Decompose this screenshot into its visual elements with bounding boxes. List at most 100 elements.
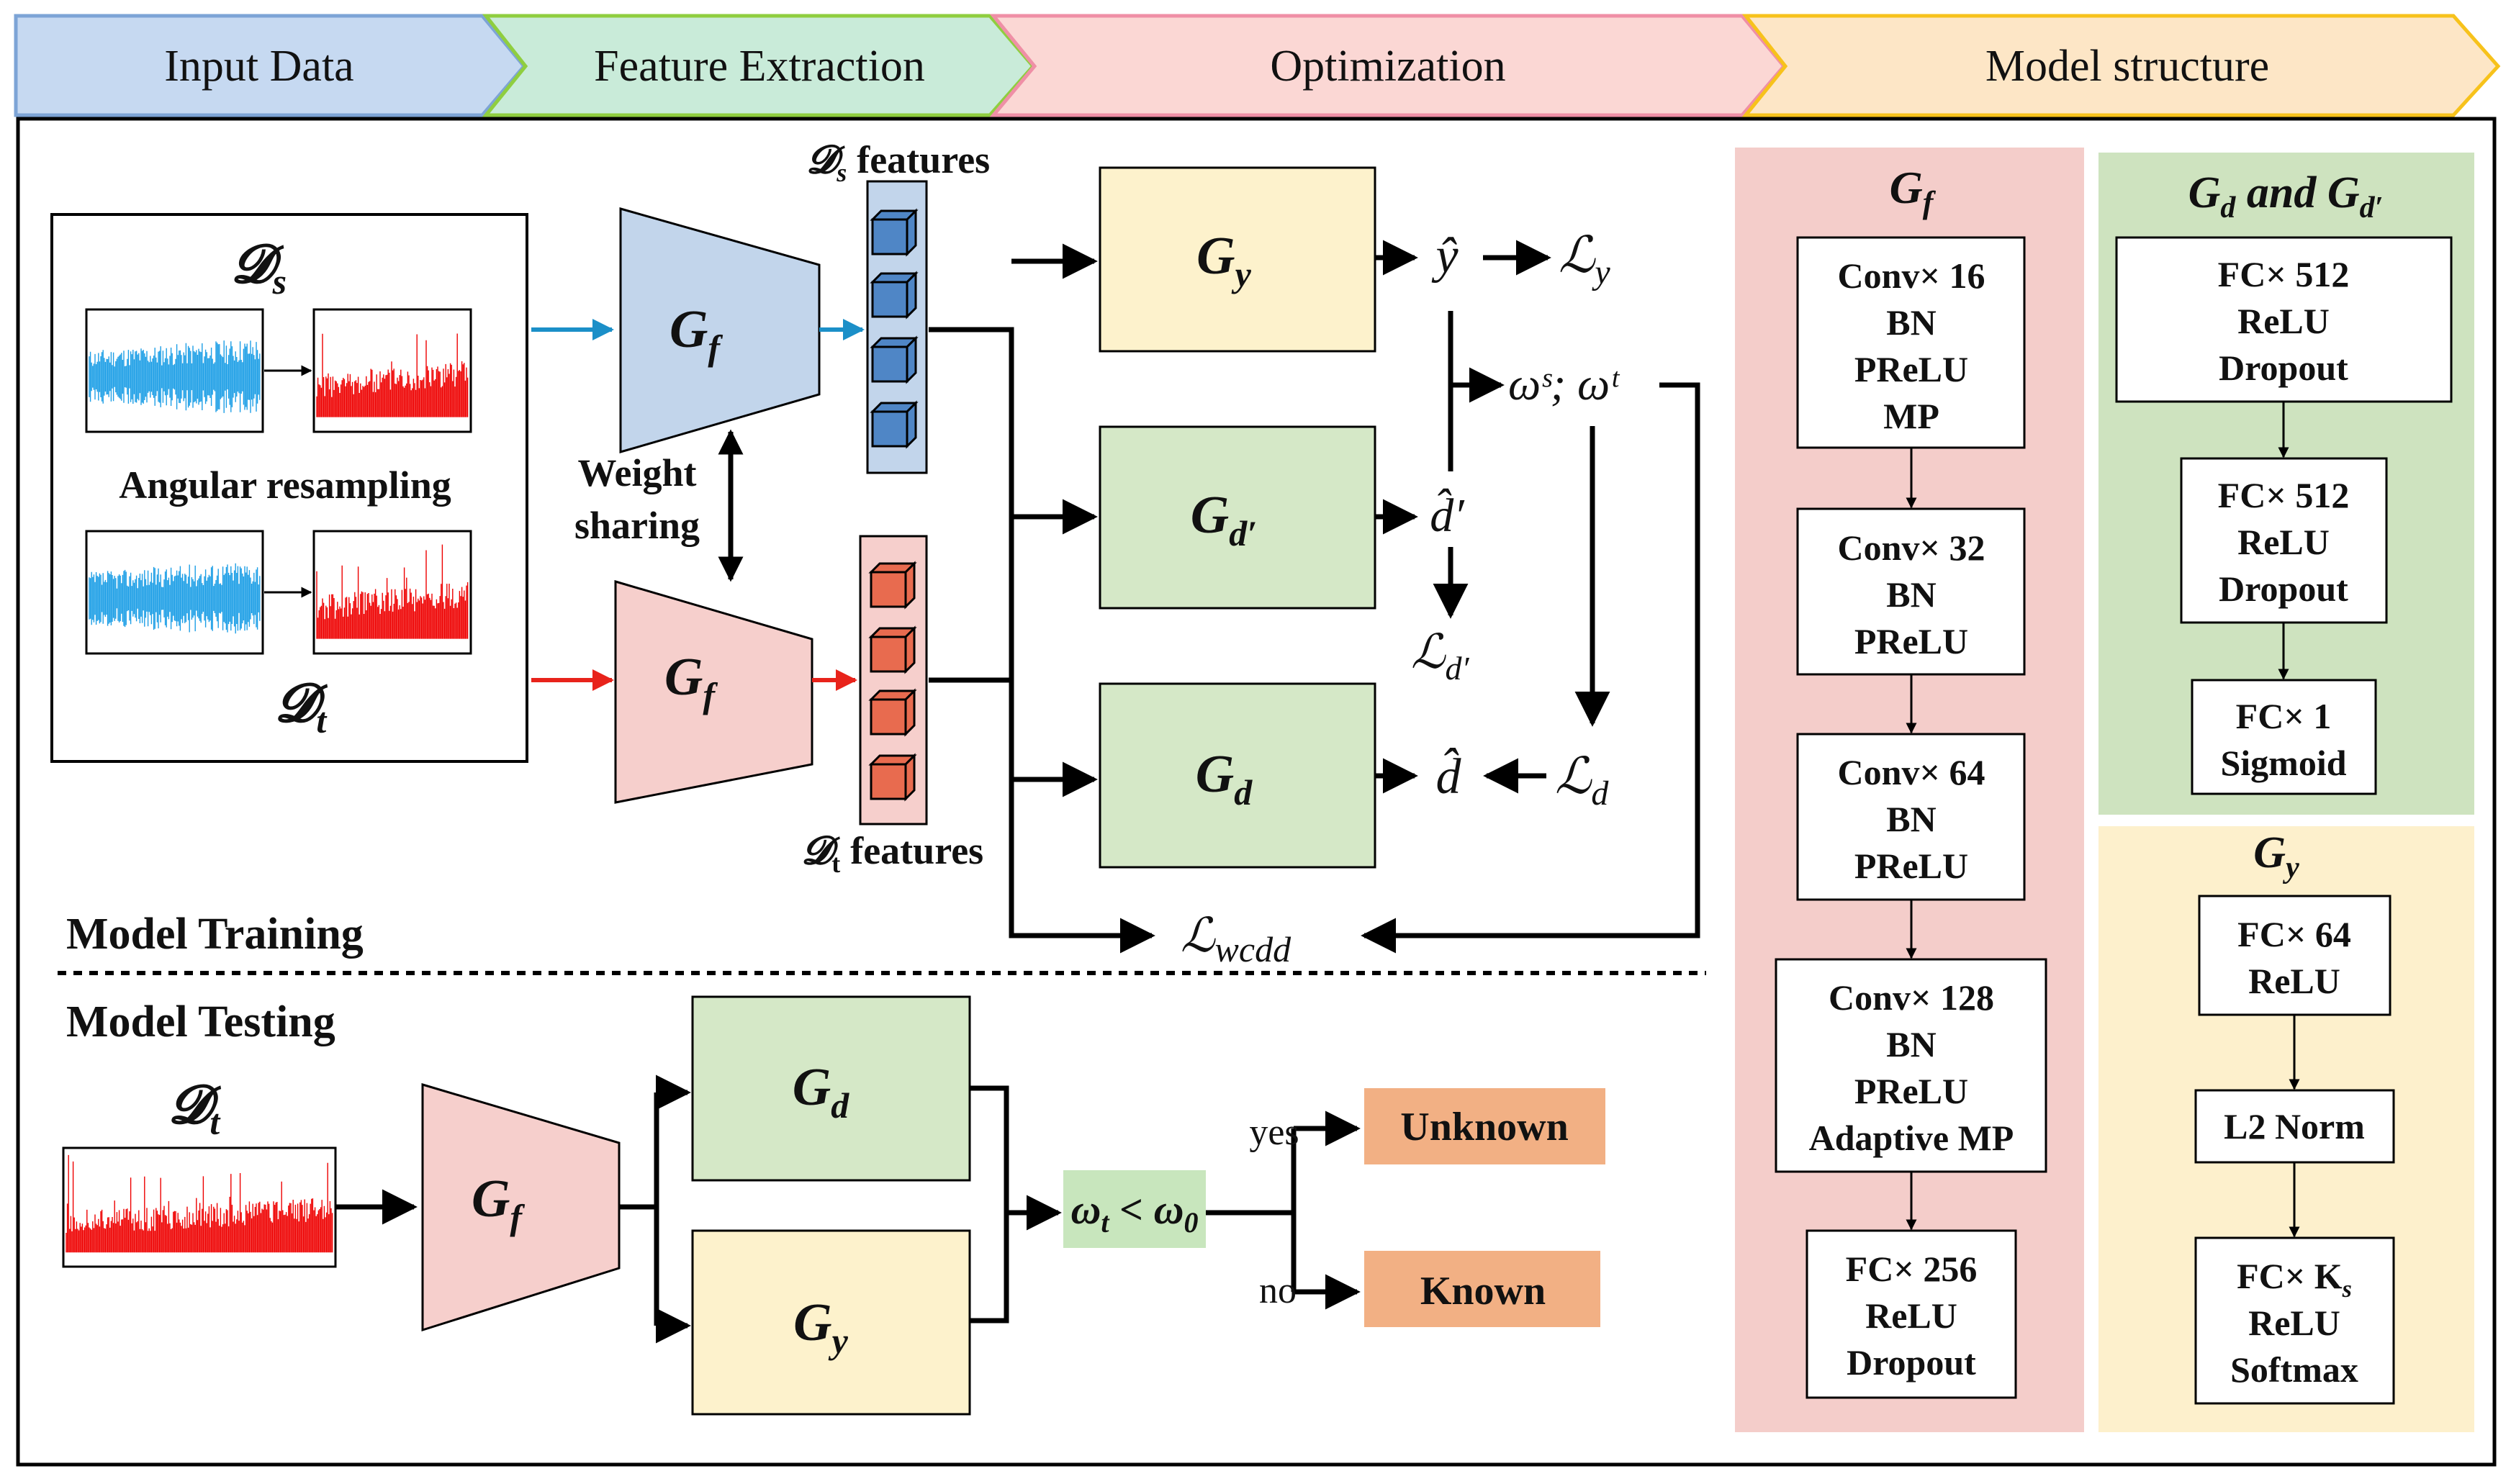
stage-label-structure: Model structure [1985, 42, 2269, 91]
svg-text:Conv× 64: Conv× 64 [1838, 752, 1985, 792]
svg-text:PReLU: PReLU [1854, 846, 1968, 886]
svg-text:FC× 64: FC× 64 [2237, 914, 2351, 954]
feature-cube [870, 335, 919, 384]
svg-text:PReLU: PReLU [1854, 1071, 1968, 1111]
svg-text:Sigmoid: Sigmoid [2220, 743, 2346, 783]
source-resampled-waveform [316, 333, 469, 417]
svg-text:BN: BN [1886, 1024, 1936, 1064]
svg-text:PReLU: PReLU [1854, 349, 1968, 389]
input-panel: 𝓓s Angular resampling 𝓓t [50, 213, 528, 763]
svg-text:BN: BN [1886, 799, 1936, 839]
test-gd-box: Gd [691, 995, 971, 1182]
sig-src-res-trace [316, 333, 469, 417]
gd-block-3: FC× 1 Sigmoid [2191, 679, 2377, 795]
yes-label: yes [1249, 1112, 1299, 1153]
gf-block-1: Conv× 16 BN PReLU MP [1796, 236, 2026, 449]
test-routing [619, 1074, 1361, 1344]
svg-text:FC× 256: FC× 256 [1846, 1249, 1978, 1289]
sig-tgt-raw-trace [89, 563, 261, 634]
svg-text:Known: Known [1420, 1269, 1546, 1313]
gf-test-encoder: Gf [421, 1082, 621, 1332]
svg-text:Conv× 16: Conv× 16 [1838, 255, 1985, 296]
gd-structure-title: Gd and Gd′ [2188, 168, 2384, 225]
svg-text:Gd: Gd [793, 1058, 849, 1126]
svg-text:Gy: Gy [793, 1293, 848, 1361]
stage-bar: Input Data Feature Extraction Optimizati… [14, 14, 2501, 117]
sharing-label: sharing [574, 504, 700, 547]
gd-prime-box: Gd′ [1099, 425, 1376, 610]
svg-text:ReLU: ReLU [1865, 1295, 1957, 1336]
gd-block-1: FC× 512 ReLU Dropout [2115, 236, 2453, 403]
svg-text:Gf: Gf [664, 648, 718, 715]
svg-text:Gd′: Gd′ [1191, 486, 1258, 553]
source-feature-cubes [870, 208, 919, 449]
threshold-condition: ωt < ω0 [1063, 1170, 1206, 1248]
svg-text:Gf: Gf [670, 300, 723, 368]
stage-model-structure [1741, 14, 2501, 117]
feature-cube [868, 753, 917, 802]
target-raw-waveform [89, 563, 261, 634]
omega-weights: ωˢ; ωᵗ [1508, 358, 1620, 410]
svg-text:ReLU: ReLU [2248, 961, 2340, 1001]
stage-label-feature: Feature Extraction [594, 42, 925, 91]
stage-label-input: Input Data [164, 42, 353, 91]
dprime-hat-symbol: d̂′ [1430, 489, 1465, 542]
ds-symbol: 𝓓s [232, 235, 287, 302]
model-testing-label: Model Testing [66, 997, 335, 1046]
gf-block-3: Conv× 64 BN PReLU [1796, 733, 2026, 901]
svg-text:ReLU: ReLU [2237, 301, 2330, 341]
svg-text:FC× 512: FC× 512 [2218, 254, 2350, 294]
svg-text:BN: BN [1886, 574, 1936, 615]
known-output: Known [1364, 1251, 1600, 1327]
stage-label-optimization: Optimization [1270, 42, 1505, 91]
gf-block-5: FC× 256 ReLU Dropout [1806, 1229, 2017, 1399]
ly-symbol: ℒy [1559, 228, 1610, 291]
test-dt-symbol: 𝓓t [169, 1076, 222, 1142]
svg-text:Gd: Gd [1196, 745, 1253, 813]
svg-text:BN: BN [1886, 302, 1936, 343]
unknown-output: Unknown [1364, 1088, 1605, 1164]
svg-text:FC× 1: FC× 1 [2236, 696, 2332, 736]
svg-text:Softmax: Softmax [2230, 1349, 2358, 1390]
svg-text:Adaptive MP: Adaptive MP [1809, 1118, 2014, 1158]
svg-text:Conv× 128: Conv× 128 [1829, 977, 1994, 1018]
svg-text:MP: MP [1883, 396, 1939, 436]
gy-block-2: L2 Norm [2194, 1089, 2395, 1164]
sig-tgt-res-trace [316, 544, 469, 639]
ld-symbol: ℒd [1555, 749, 1609, 813]
gd-box: Gd [1099, 682, 1376, 869]
feature-cube [868, 688, 917, 737]
model-training-label: Model Training [66, 910, 364, 959]
no-label: no [1259, 1270, 1297, 1311]
stage-input-data [14, 14, 527, 117]
angular-resampling-label: Angular resampling [119, 463, 451, 507]
svg-text:FC× Ks: FC× Ks [2237, 1256, 2352, 1303]
feature-cube [870, 271, 919, 320]
svg-text:Dropout: Dropout [2219, 348, 2348, 388]
svg-text:ReLU: ReLU [2248, 1303, 2340, 1343]
target-feature-cubes [868, 561, 917, 802]
svg-text:Dropout: Dropout [2219, 569, 2348, 609]
svg-text:Conv× 32: Conv× 32 [1838, 528, 1985, 568]
source-raw-waveform [89, 340, 261, 413]
gy-block-1: FC× 64 ReLU [2198, 895, 2391, 1016]
gy-box: Gy [1099, 166, 1376, 353]
gf-structure-title: Gf [1890, 162, 1937, 220]
feature-cube [870, 400, 919, 449]
svg-text:ReLU: ReLU [2237, 522, 2330, 562]
routing-lines [929, 243, 1155, 954]
sig-src-raw-trace [89, 340, 261, 413]
ldprime-symbol: ℒd′ [1411, 626, 1470, 687]
target-resampled-waveform [316, 544, 469, 639]
main-frame [16, 117, 2497, 1467]
svg-text:Dropout: Dropout [1847, 1342, 1976, 1383]
test-gy-box: Gy [691, 1229, 971, 1416]
gd-block-2: FC× 512 ReLU Dropout [2180, 457, 2388, 624]
svg-text:Gf: Gf [472, 1169, 525, 1237]
dhat-symbol: d̂ [1436, 748, 1462, 805]
svg-text:FC× 512: FC× 512 [2218, 475, 2350, 515]
feature-cube [868, 561, 917, 610]
svg-text:PReLU: PReLU [1854, 621, 1968, 661]
